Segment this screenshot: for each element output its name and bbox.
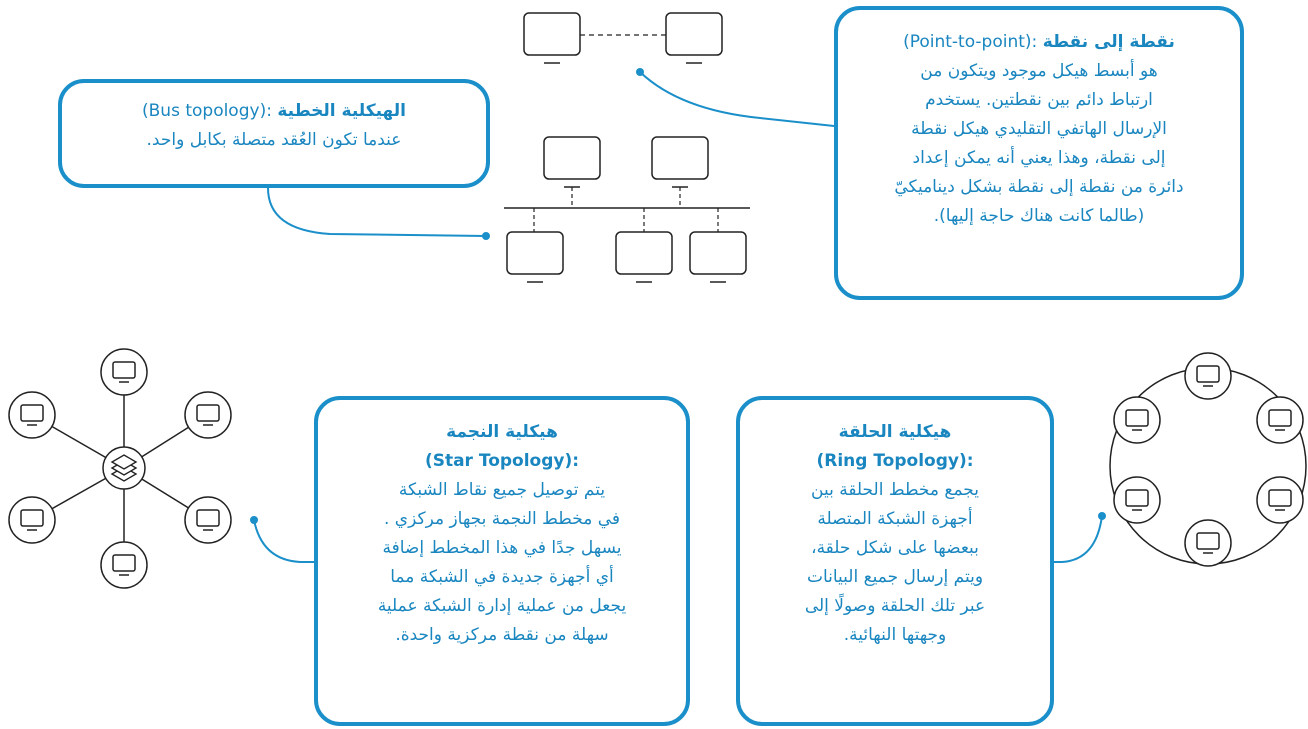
star-computer-bottom-icon (100, 541, 148, 589)
ring-line-4: عبر تلك الحلقة وصولًا إلى (804, 596, 986, 616)
bus-term: (Bus topology): (142, 101, 272, 121)
p2p-line-5: (طالما كانت هناك حاجة إليها). (933, 206, 1145, 226)
p2p-title: نقطة إلى نقطة (1042, 32, 1175, 52)
bus-computer-top-2-icon (651, 136, 709, 188)
ring-diagram (1109, 352, 1307, 567)
ring-computer-upper-left-icon (1113, 396, 1161, 444)
ring-computer-bottom-icon (1184, 519, 1232, 567)
ring-computer-lower-right-icon (1256, 476, 1304, 524)
ring-line-3: ويتم إرسال جميع البيانات (806, 567, 984, 587)
star-line-3: أي أجهزة جديدة في الشبكة مما (390, 567, 614, 587)
bus-computer-bottom-3-icon (689, 231, 747, 283)
p2p-line-4: دائرة من نقطة إلى نقطة بشكل ديناميكيّ (894, 177, 1184, 197)
star-computer-upper-left-icon (8, 391, 56, 439)
bus-callout: الهيكلية الخطية (Bus topology): عندما تك… (58, 79, 490, 188)
p2p-callout: نقطة إلى نقطة (Point-to-point): هو أبسط … (834, 6, 1244, 300)
star-computer-upper-right-icon (184, 391, 232, 439)
bus-computer-bottom-1-icon (506, 231, 564, 283)
star-title: هيكلية النجمة (446, 422, 558, 442)
bus-line-0: عندما تكون العُقد متصلة بكابل واحد. (146, 130, 402, 150)
star-computer-lower-left-icon (8, 496, 56, 544)
star-diagram (8, 348, 232, 589)
bus-computer-bottom-2-icon (615, 231, 673, 283)
bus-title: الهيكلية الخطية (277, 101, 406, 121)
p2p-line-2: الإرسال الهاتفي التقليدي هيكل نقطة (911, 119, 1167, 139)
ring-title: هيكلية الحلقة (838, 422, 952, 442)
star-line-0: يتم توصيل جميع نقاط الشبكة (398, 480, 606, 500)
ring-line-5: وجهتها النهائية. (843, 625, 947, 645)
star-line-4: يجعل من عملية إدارة الشبكة عملية (377, 596, 627, 616)
star-line-2: يسهل جدًا في هذا المخطط إضافة (382, 538, 622, 558)
p2p-line-0: هو أبسط هيكل موجود ويتكون من (920, 61, 1158, 81)
ring-line-1: أجهزة الشبكة المتصلة (817, 509, 973, 529)
ring-term: (Ring Topology): (816, 451, 974, 471)
ring-computer-lower-left-icon (1113, 476, 1161, 524)
star-callout: هيكلية النجمة (Star Topology): يتم توصيل… (314, 396, 690, 726)
p2p-heading: نقطة إلى نقطة (Point-to-point): (852, 28, 1226, 57)
star-line-1: في مخطط النجمة بجهاز مركزي . (383, 509, 621, 529)
p2p-line-3: إلى نقطة، وهذا يعني أنه يمكن إعداد (912, 148, 1166, 168)
bus-diagram (504, 136, 750, 283)
star-term: (Star Topology): (424, 451, 580, 471)
p2p-term: (Point-to-point): (903, 32, 1038, 52)
ring-callout: هيكلية الحلقة (Ring Topology): يجمع مخطط… (736, 396, 1054, 726)
ring-computer-upper-right-icon (1256, 396, 1304, 444)
ring-line-2: ببعضها على شكل حلقة، (811, 538, 979, 558)
p2p-computer-right-icon (665, 12, 723, 64)
ring-computer-top-icon (1184, 352, 1232, 400)
p2p-line-1: ارتباط دائم بين نقطتين. يستخدم (925, 90, 1153, 110)
star-line-5: سهلة من نقطة مركزية واحدة. (395, 625, 609, 645)
star-computer-lower-right-icon (184, 496, 232, 544)
star-computer-top-icon (100, 348, 148, 396)
ring-line-0: يجمع مخطط الحلقة بين (811, 480, 979, 500)
bus-heading: الهيكلية الخطية (Bus topology): (76, 97, 472, 126)
p2p-diagram (523, 12, 723, 64)
p2p-computer-left-icon (523, 12, 581, 64)
bus-computer-top-1-icon (543, 136, 601, 188)
